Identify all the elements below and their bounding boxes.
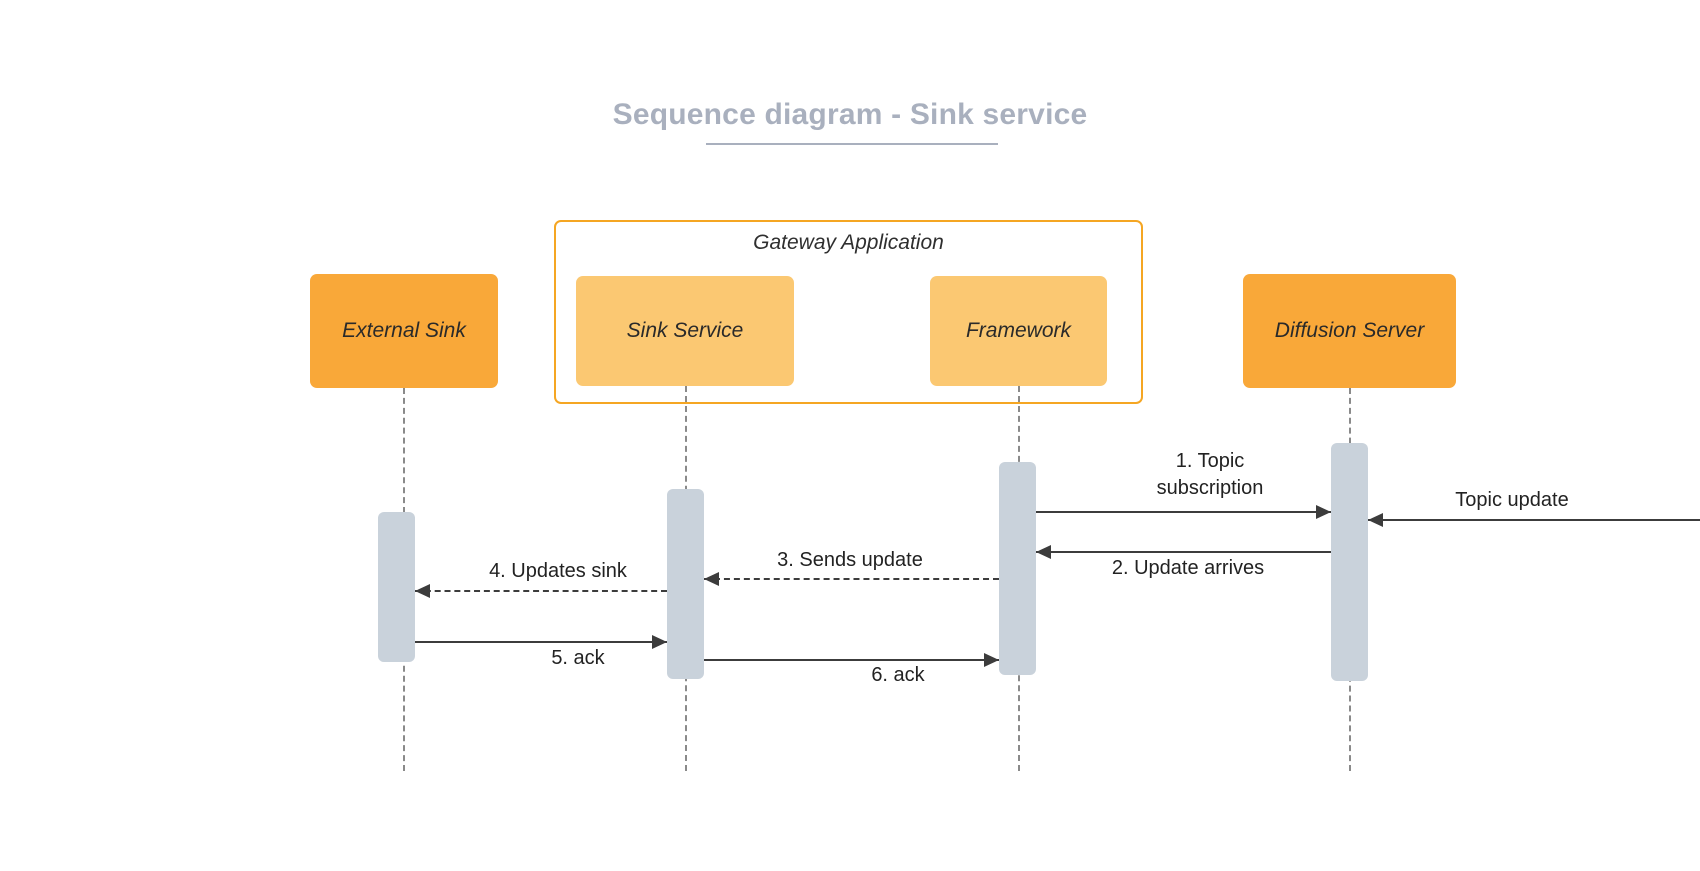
msg-1-topic-subscription-line [1036,511,1331,513]
page-title: Sequence diagram - Sink service [612,98,1088,131]
msg-topic-update-label: Topic update [1455,489,1569,511]
msg-3-sends-update-line [704,578,999,580]
msg-4-updates-sink-label: 4. Updates sink [489,560,627,582]
msg-1-topic-subscription-label: 1. Topic subscription [1156,450,1264,499]
msg-4-updates-sink-line [415,590,667,592]
participant-label-framework: Framework [965,319,1071,343]
participant-label-diffusion-server: Diffusion Server [1274,319,1425,343]
msg-2-update-arrives-label: 2. Update arrives [1111,557,1265,579]
participant-external-sink[interactable]: External Sink [310,274,498,388]
msg-6-ack-line [704,659,999,661]
participant-label-sink-service: Sink Service [626,319,744,343]
msg-5-ack-line [415,641,667,643]
msg-6-ack-label: 6. ack [871,664,925,686]
participant-framework[interactable]: Framework [930,276,1107,386]
msg-1-topic-subscription-arrowhead [1316,505,1331,519]
msg-6-ack-arrowhead [984,653,999,667]
msg-5-ack-arrowhead [652,635,667,649]
activation-external-sink [378,512,415,662]
group-label-gateway-application: Gateway Application [753,231,944,254]
msg-topic-update-line [1368,519,1700,521]
participant-label-external-sink: External Sink [342,319,466,343]
activation-framework [999,462,1036,675]
participant-diffusion-server[interactable]: Diffusion Server [1243,274,1456,388]
participant-sink-service[interactable]: Sink Service [576,276,794,386]
activation-diffusion-server [1331,443,1368,681]
activation-sink-service [667,489,704,679]
title-underline [706,143,998,145]
msg-2-update-arrives-line [1036,551,1331,553]
msg-topic-update-arrowhead [1368,513,1383,527]
msg-3-sends-update-label: 3. Sends update [777,549,923,571]
msg-5-ack-label: 5. ack [551,647,605,669]
msg-3-sends-update-arrowhead [704,572,719,586]
msg-4-updates-sink-arrowhead [415,584,430,598]
msg-2-update-arrives-arrowhead [1036,545,1051,559]
